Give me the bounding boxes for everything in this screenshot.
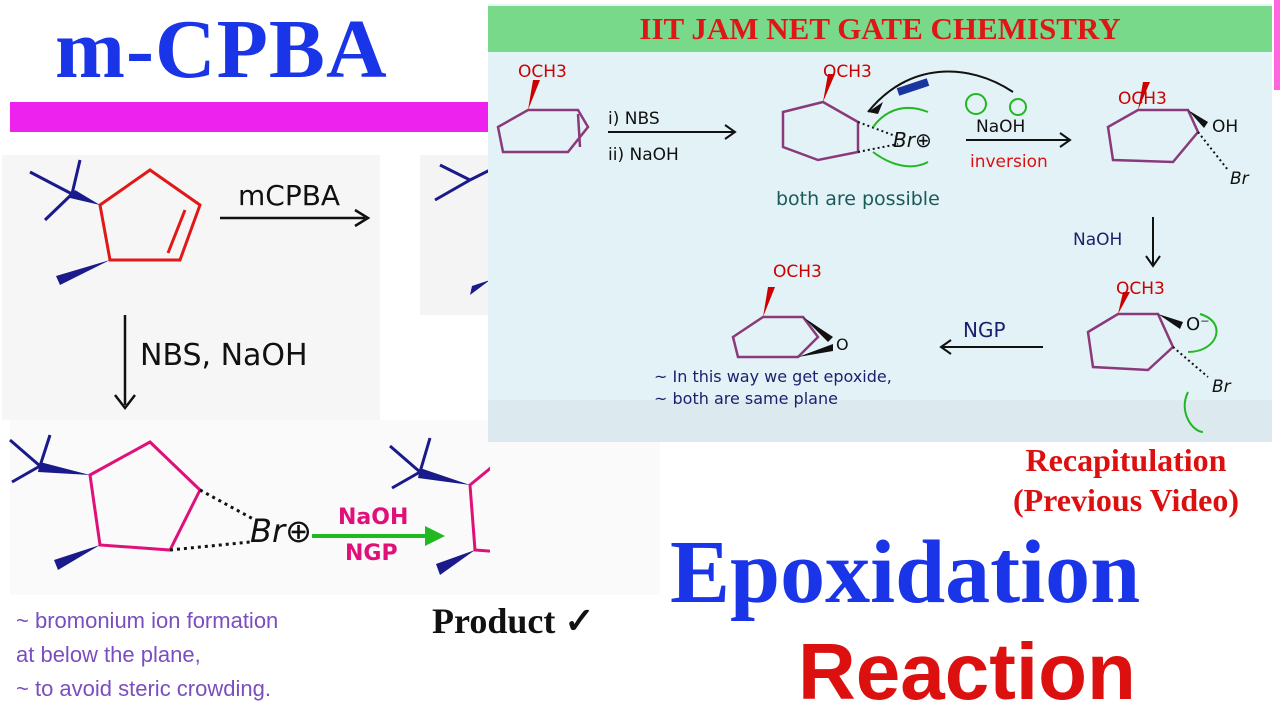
epoxide-o: O	[836, 335, 849, 354]
och3-label-4: OCH3	[1116, 279, 1165, 299]
epoxidation-heading: Epoxidation	[670, 523, 1141, 622]
inversion-label: inversion	[970, 152, 1048, 172]
title-underline-bar	[10, 102, 488, 132]
bottom-reaction-panel	[10, 420, 660, 595]
left-note-3: ~ to avoid steric crowding.	[16, 676, 271, 701]
nbs-naoh-label: NBS, NaOH	[140, 338, 308, 373]
epoxide-ether	[731, 287, 833, 359]
recap-inset-footer	[488, 400, 1272, 442]
naoh-ngp-label-1: NaOH	[338, 505, 408, 530]
mcpba-label: mCPBA	[238, 179, 340, 212]
inset-note-1: ~ In this way we get epoxide,	[654, 367, 892, 386]
inset-note-2: ~ both are same plane	[654, 389, 838, 408]
left-reaction-diagram: mCPBA NBS, NaOH Br⊕ NaOH NGP O	[9, 159, 490, 575]
reaction-heading: Reaction	[798, 627, 1136, 716]
bromonium-br-plus: Br⊕	[893, 128, 932, 152]
left-note-2: at below the plane,	[16, 642, 201, 667]
naoh-ngp-label-2: NGP	[345, 541, 398, 566]
naoh-label-2: NaOH	[1073, 230, 1122, 250]
och3-label-5: OCH3	[773, 262, 822, 282]
recap-inset-title: IIT JAM NET GATE CHEMISTRY	[639, 11, 1121, 46]
och3-label-1: OCH3	[518, 62, 567, 82]
recap-line-2: (Previous Video)	[1012, 482, 1240, 518]
epoxide-product	[389, 437, 490, 575]
bromohydrin	[1106, 82, 1229, 171]
bromonium-br-label: Br⊕	[250, 512, 312, 550]
left-note-1: ~ bromonium ion formation	[16, 608, 279, 633]
reagent-nbs-label: i) NBS	[608, 109, 660, 129]
recap-inset-diagram: OCH3 i) NBS ii) NaOH OCH3 Br⊕ NaOH inver…	[496, 62, 1250, 433]
partial-product-structure	[434, 163, 490, 295]
bromonium-intermediate	[9, 434, 256, 570]
naoh-label-1: NaOH	[976, 117, 1025, 137]
oh-label: OH	[1212, 117, 1238, 137]
methoxycyclohexene	[496, 80, 590, 154]
both-possible-label: both are possible	[776, 188, 940, 210]
pink-edge-strip	[1274, 0, 1280, 90]
br-label-2: Br	[1212, 377, 1232, 397]
och3-label-3: OCH3	[1118, 89, 1167, 109]
recapitulation-caption: Recapitulation (Previous Video)	[968, 440, 1280, 520]
main-title: m-CPBA	[55, 3, 388, 96]
cyclopentene-structure	[29, 159, 202, 285]
alkoxide-intermediate	[1086, 292, 1218, 433]
cyclohexyl-bromonium	[781, 70, 1027, 168]
ngp-label: NGP	[963, 318, 1006, 342]
recap-line-1: Recapitulation	[1025, 442, 1227, 478]
reagent-naoh-label: ii) NaOH	[608, 145, 679, 165]
product-label: Product ✓	[432, 601, 595, 641]
recap-inset-header	[488, 6, 1272, 52]
br-label-1: Br	[1230, 169, 1250, 189]
och3-label-2: OCH3	[823, 62, 872, 82]
o-minus-label: O⁻	[1186, 314, 1210, 335]
